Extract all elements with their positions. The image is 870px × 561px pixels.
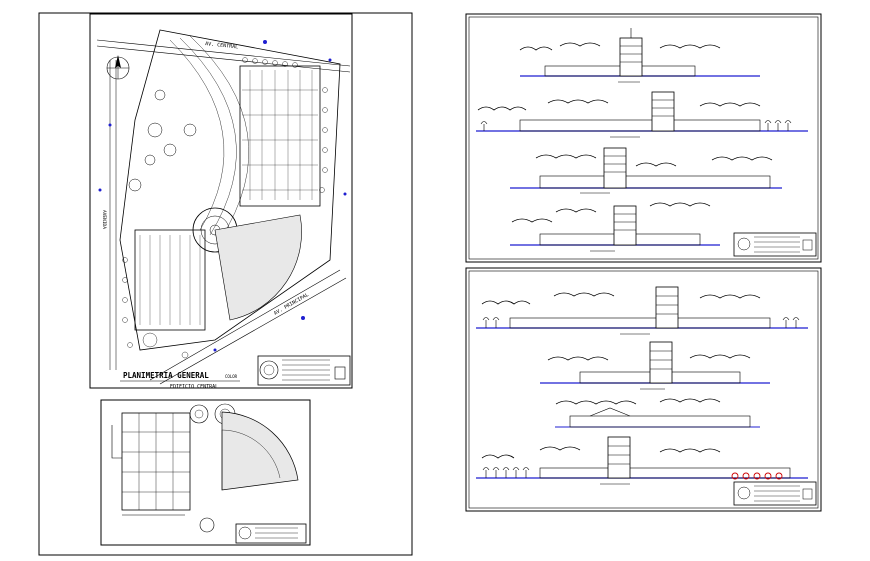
elevation-3 — [510, 147, 782, 194]
elevations-sheet-1 — [465, 13, 822, 263]
plan-title-small: COLOR — [225, 374, 238, 379]
plan-title: PLANIMETRIA GENERAL — [123, 371, 209, 380]
title-block-logo-icon — [259, 360, 279, 380]
plan-subtitle: EDIFICIO CENTRAL — [170, 384, 218, 390]
elevations-sheet-2 — [465, 267, 822, 512]
elevation-6 — [540, 341, 770, 390]
street-top-label: AV. CENTRAL — [205, 41, 239, 50]
elevation-5 — [476, 286, 808, 335]
elevation-1 — [519, 28, 760, 83]
site-plan-title-block — [257, 355, 351, 386]
elevations-2-title-block — [733, 481, 817, 506]
elevations-1-title-block — [733, 232, 817, 257]
right-sheets — [465, 13, 822, 512]
elevation-7 — [555, 398, 760, 428]
site-plan: AV. CENTRAL AV. PRINCIPAL AVENIDA PLANIM… — [89, 13, 353, 390]
elevation-8 — [476, 436, 808, 485]
elevation-2 — [476, 91, 808, 138]
left-sheet: AV. CENTRAL AV. PRINCIPAL AVENIDA PLANIM… — [38, 12, 413, 556]
street-left-label: AVENIDA — [101, 210, 107, 229]
elevation-4 — [510, 202, 720, 252]
detail-title-block — [235, 523, 307, 544]
north-arrow-icon — [106, 55, 130, 80]
detail-plan — [100, 399, 311, 546]
